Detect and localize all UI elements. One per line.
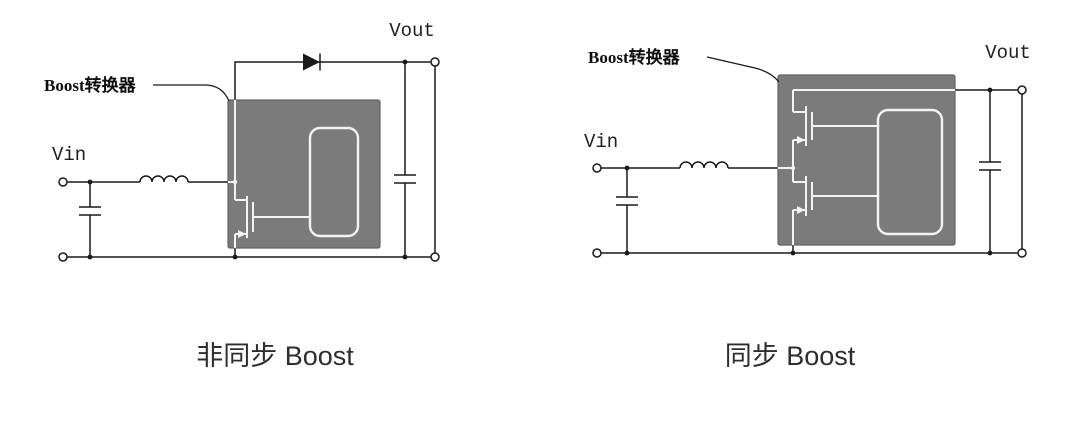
terminal-icon	[430, 252, 440, 262]
junction-dot	[402, 254, 408, 260]
controller-ic-icon	[308, 126, 360, 238]
terminal-icon	[1017, 85, 1027, 95]
inductor-icon	[679, 161, 729, 169]
sync-boost-circuit: Boost转换器 Vin Vout 同步 Boost	[584, 42, 1031, 371]
input-capacitor-icon	[616, 168, 638, 253]
converter-label: Boost转换器	[588, 47, 681, 67]
mosfet-icon	[228, 100, 310, 248]
terminal-icon	[430, 57, 440, 67]
vin-label: Vin	[584, 131, 618, 153]
boost-module-box	[227, 99, 381, 249]
junction-dot	[87, 179, 93, 185]
diode-icon	[303, 53, 321, 71]
junction-dot	[790, 165, 796, 171]
junction-dot	[624, 250, 630, 256]
junction-dot	[987, 87, 993, 93]
caption-sync: 同步 Boost	[725, 341, 856, 371]
controller-ic-icon	[876, 108, 944, 236]
output-capacitor-icon	[394, 62, 416, 257]
converter-label: Boost转换器	[44, 75, 137, 95]
leader-line	[153, 84, 230, 102]
low-side-mosfet-icon	[792, 176, 878, 245]
terminal-icon	[592, 163, 602, 173]
terminal-icon	[592, 248, 602, 258]
junction-dot	[987, 250, 993, 256]
top-wire	[234, 61, 431, 100]
nonsync-boost-circuit: Boost转换器 Vin Vout 非同步 Boost	[44, 20, 440, 371]
terminal-icon	[1017, 248, 1027, 258]
junction-dot	[232, 254, 238, 260]
inductor-icon	[139, 175, 189, 183]
vout-label: Vout	[985, 42, 1031, 64]
high-side-mosfet-icon	[792, 90, 878, 146]
output-capacitor-icon	[979, 90, 1001, 253]
vin-label: Vin	[52, 144, 86, 166]
junction-dot	[790, 250, 796, 256]
input-capacitor-icon	[79, 182, 101, 257]
vout-label: Vout	[389, 20, 435, 42]
terminal-icon	[58, 177, 68, 187]
boost-module-box	[777, 74, 956, 246]
junction-dot	[402, 59, 408, 65]
terminal-icon	[58, 252, 68, 262]
switch-node-wire	[778, 140, 794, 182]
junction-dot	[87, 254, 93, 260]
caption-nonsync: 非同步 Boost	[196, 341, 354, 371]
leader-line	[706, 56, 780, 83]
junction-dot	[624, 165, 630, 171]
